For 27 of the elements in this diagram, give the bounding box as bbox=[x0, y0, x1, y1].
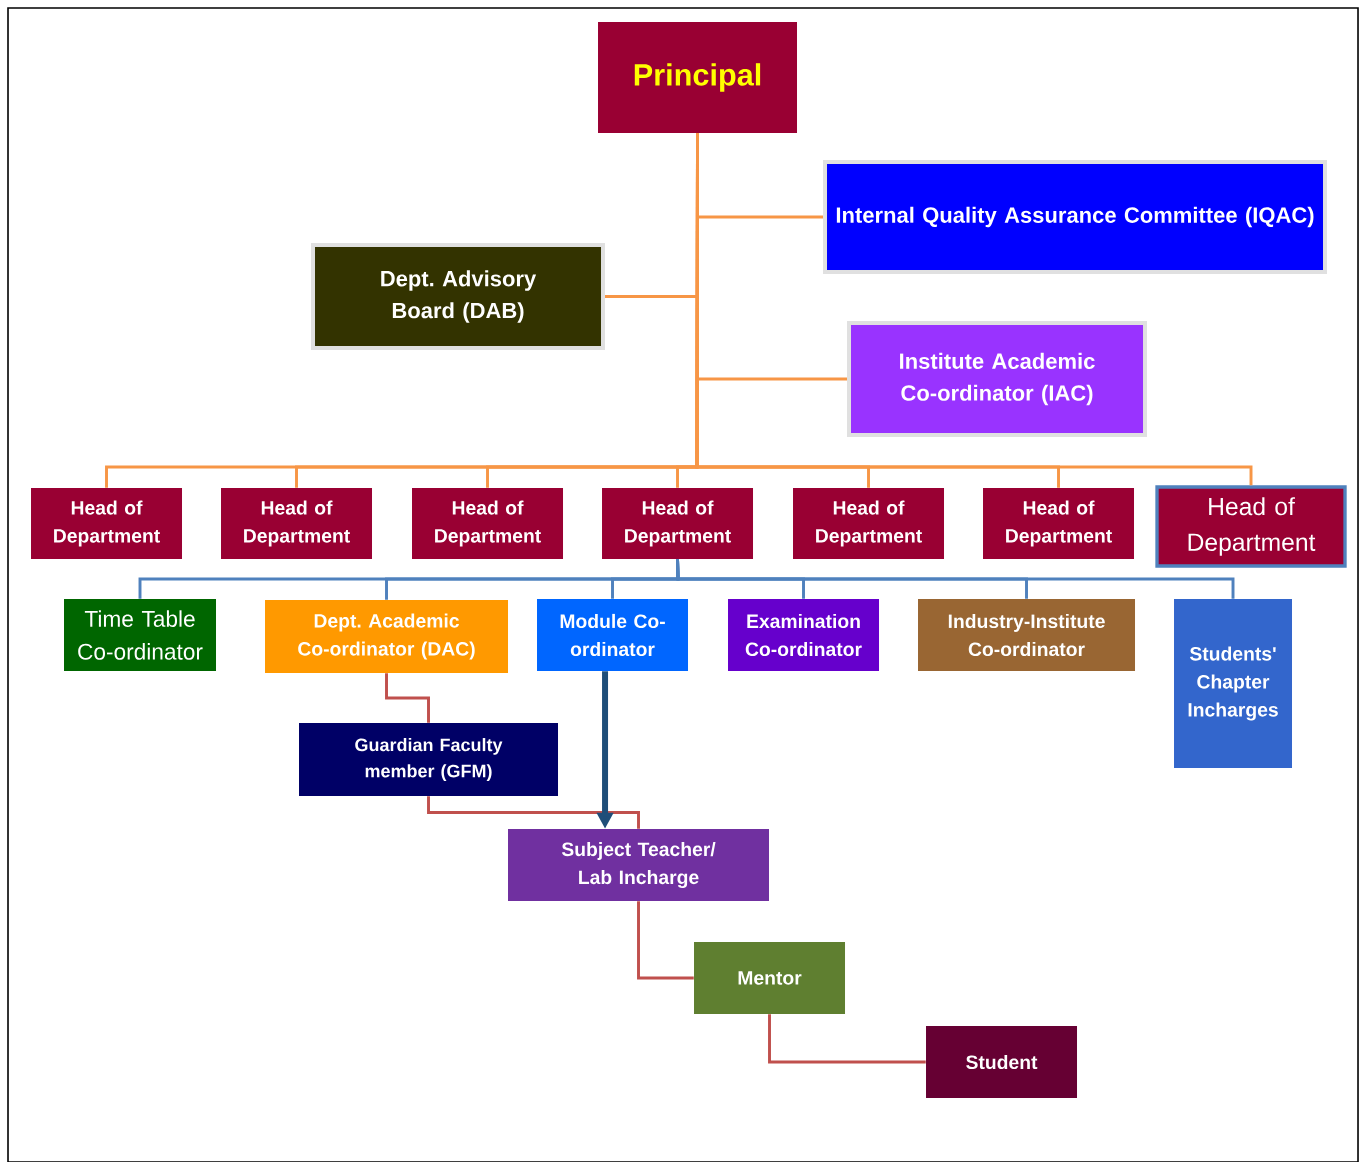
connector bbox=[676, 559, 1235, 599]
student-box: Student bbox=[926, 1026, 1077, 1098]
board-box: Dept. Advisory Board (DAB) bbox=[311, 243, 605, 350]
connector bbox=[427, 796, 640, 829]
coordinator-box: Examination Co-ordinator bbox=[728, 599, 879, 671]
committee-box: Internal Quality Assurance Committee (IQAC) bbox=[823, 160, 1327, 274]
connector bbox=[637, 901, 694, 980]
teacher-box: Subject Teacher/ Lab Incharge bbox=[508, 829, 769, 901]
coordinator-box: Industry-Institute Co-ordinator bbox=[918, 599, 1135, 671]
department-box: Head of Department bbox=[412, 488, 563, 559]
connector bbox=[385, 673, 430, 723]
department-box: Head of Department bbox=[983, 488, 1134, 559]
mentor-box: Mentor bbox=[694, 942, 845, 1014]
department-box: Head of Department bbox=[793, 488, 944, 559]
connector bbox=[695, 133, 1253, 486]
department-box: Head of Department bbox=[602, 488, 753, 559]
department-box: Head of Department bbox=[1155, 485, 1347, 568]
coordinator-box: Time Table Co-ordinator bbox=[64, 599, 216, 671]
coordinator-box: Dept. Academic Co-ordinator (DAC) bbox=[265, 600, 508, 673]
department-box: Head of Department bbox=[31, 488, 182, 559]
faculty-box: Guardian Faculty member (GFM) bbox=[299, 723, 558, 796]
coordinator-box: Module Co-ordinator bbox=[537, 599, 688, 671]
title-box: Principal bbox=[598, 22, 797, 133]
coordinator-box: Institute Academic Co-ordinator (IAC) bbox=[847, 321, 1147, 437]
incharge-box: Students' Chapter Incharges bbox=[1174, 599, 1292, 768]
department-box: Head of Department bbox=[221, 488, 372, 559]
connector bbox=[768, 1014, 926, 1064]
